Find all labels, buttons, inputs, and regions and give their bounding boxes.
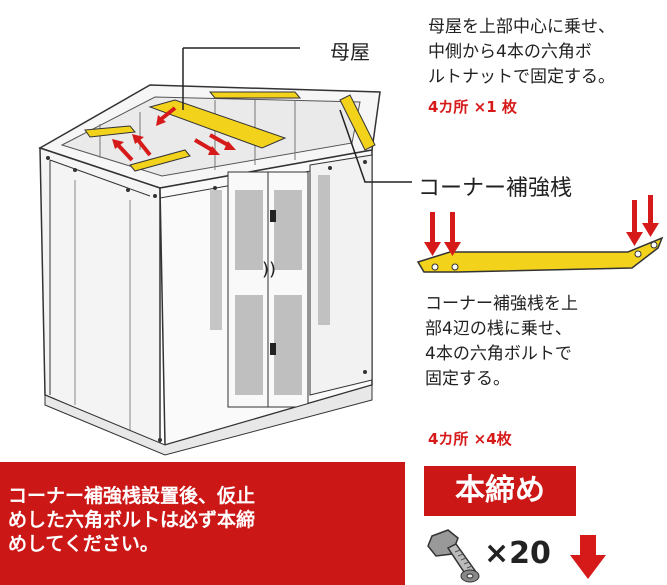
main-beam-quantity: 4カ所 ×1 枚 — [428, 98, 517, 116]
main-beam-label: 母屋 — [330, 40, 370, 64]
nut-icon — [460, 569, 480, 583]
corner-brace-note: コーナー補強桟を上 部4辺の桟に乗せ、 4本の六角ボルトで 固定する。 — [425, 292, 655, 392]
main-beam-note-line: 母屋を上部中心に乗せ、 — [428, 17, 615, 37]
corner-note-line: 固定する。 — [425, 369, 510, 389]
corner-brace-label: コーナー補強桟 — [418, 176, 573, 201]
corner-brace-quantity: 4カ所 ×4枚 — [428, 430, 512, 448]
corner-note-line: 4本の六角ボルトで — [425, 344, 572, 364]
warning-line: コーナー補強桟設置後、仮止 — [8, 485, 256, 507]
bolt-count: ×20 — [484, 536, 551, 571]
arrow-down-icon — [570, 535, 606, 579]
arrow-down-icon — [424, 195, 659, 256]
arrow-up-icon — [112, 106, 236, 162]
corner-note-line: 部4辺の桟に乗せ、 — [425, 319, 572, 339]
warning-line: めした六角ボルトは必ず本締 — [8, 509, 256, 531]
svg-text:)): )) — [262, 259, 276, 280]
main-beam-note-line: 中側から4本の六角ボ — [428, 42, 592, 62]
final-tighten-badge: 本締め — [424, 466, 576, 516]
main-beam-note-line: ルトナットで固定する。 — [428, 67, 615, 87]
bolt-icon — [427, 529, 480, 583]
warning-line: めしてください。 — [8, 533, 159, 555]
corner-note-line: コーナー補強桟を上 — [425, 294, 578, 314]
warning-banner: コーナー補強桟設置後、仮止 めした六角ボルトは必ず本締 めしてください。 — [0, 462, 405, 585]
main-beam-note: 母屋を上部中心に乗せ、 中側から4本の六角ボ ルトナットで固定する。 — [428, 15, 667, 90]
corner-brace-illustration — [416, 195, 664, 273]
